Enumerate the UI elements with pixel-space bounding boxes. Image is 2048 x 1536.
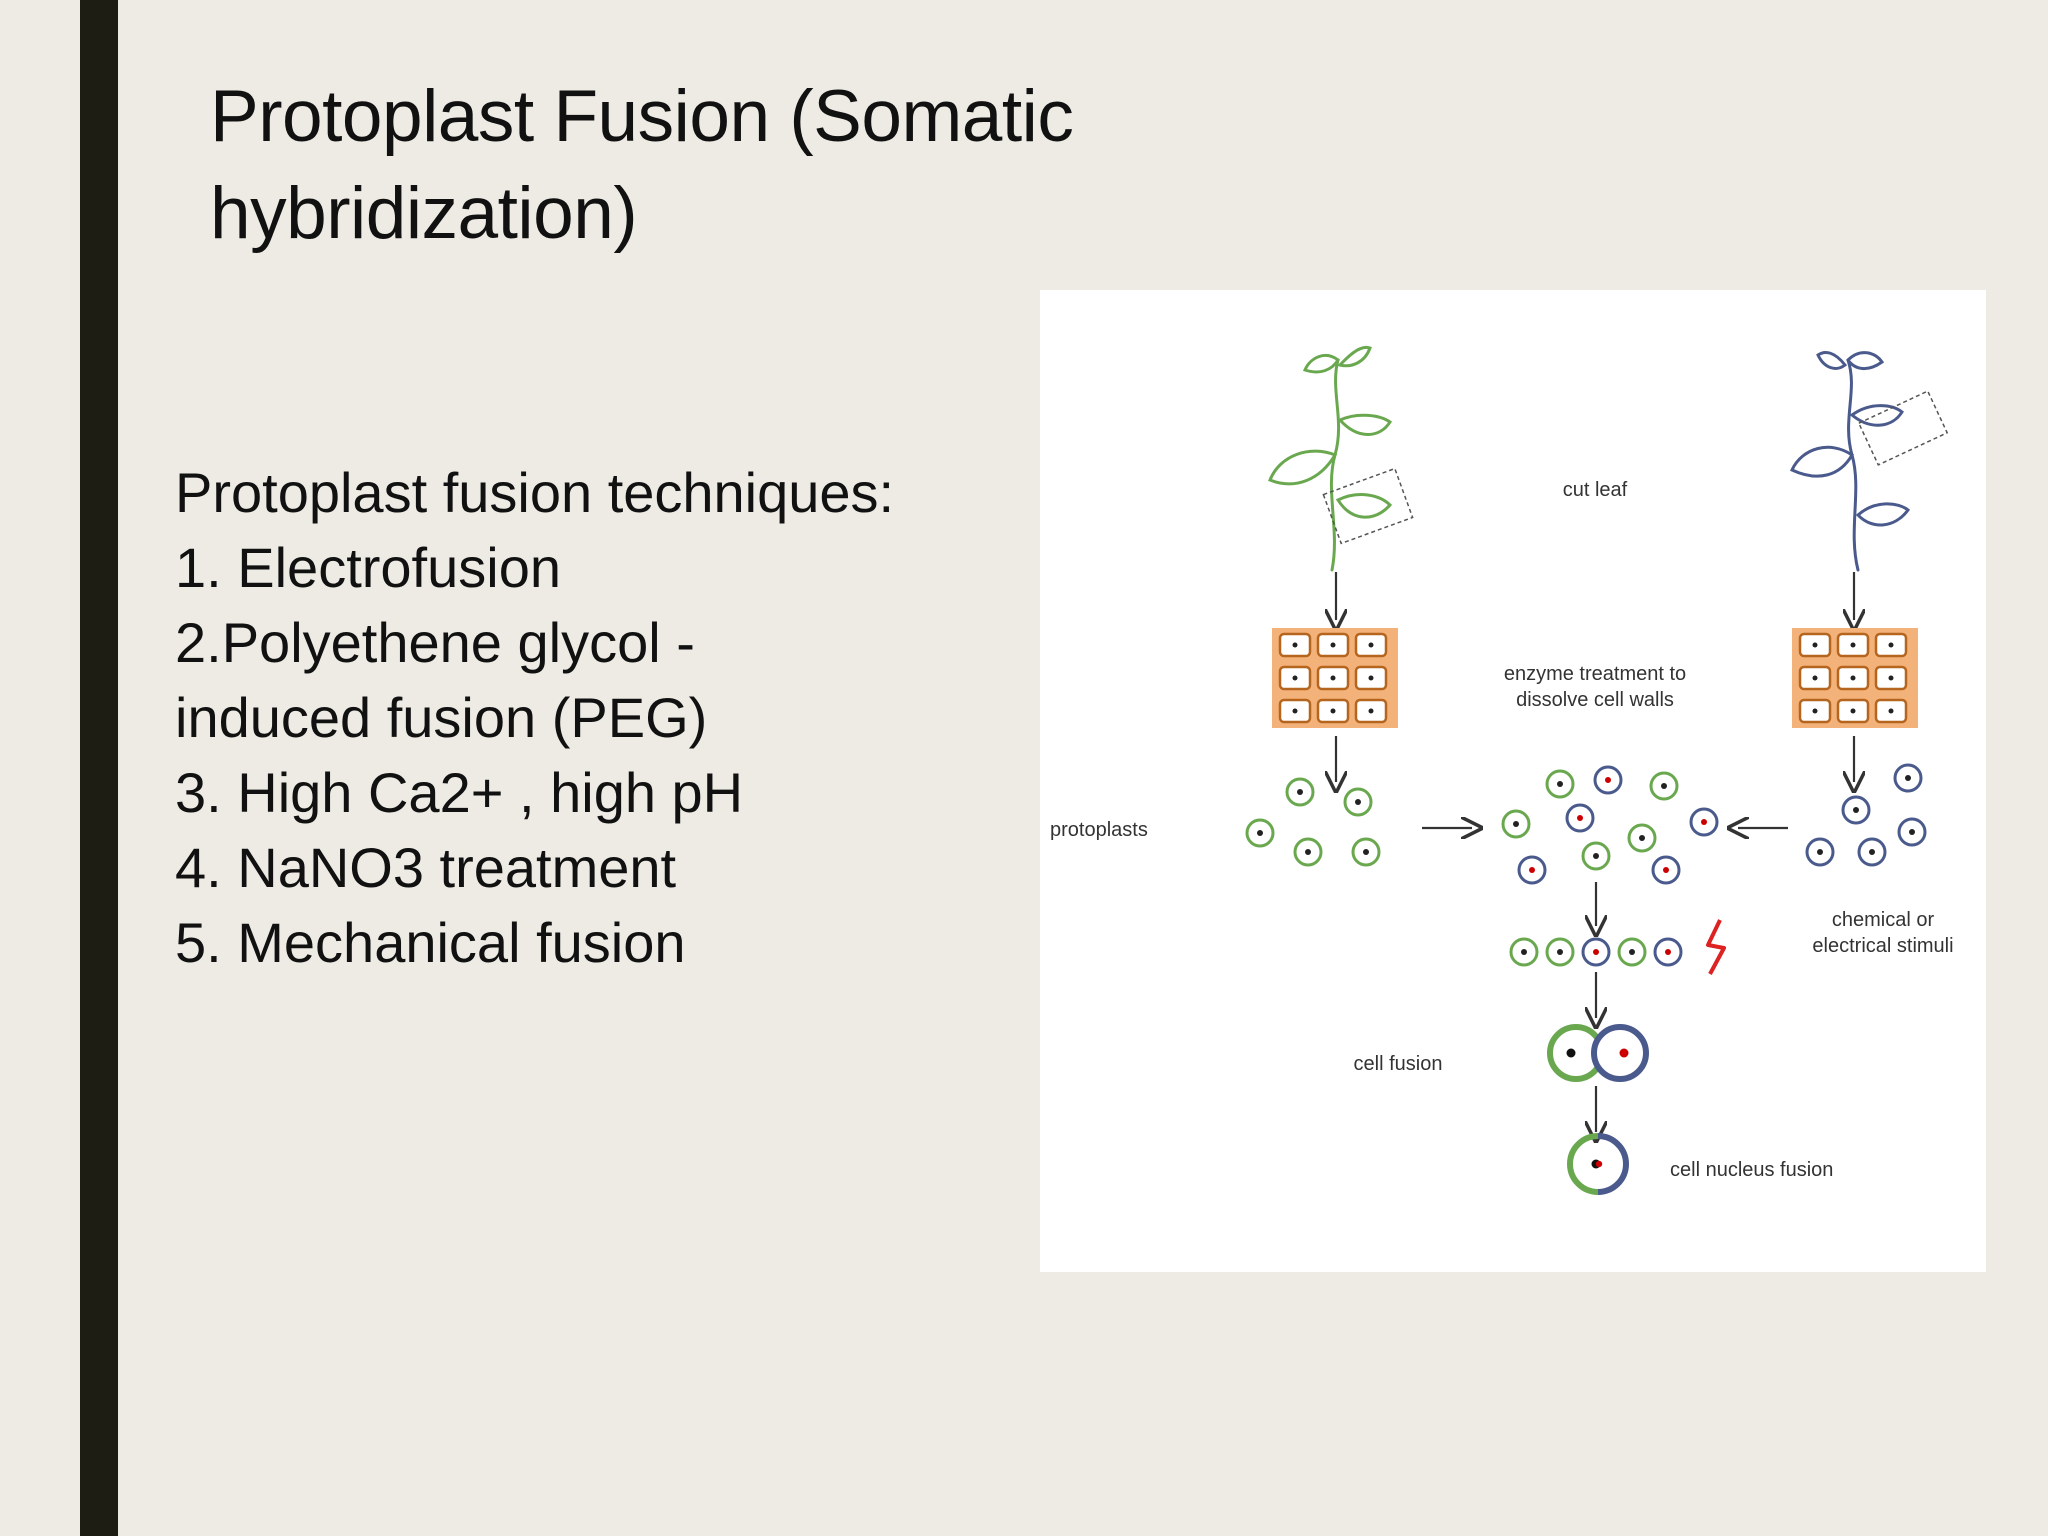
lightning-icon xyxy=(1706,919,1726,975)
label-stimuli-line-1: chemical or xyxy=(1832,909,1935,931)
label-cut-leaf: cut leaf xyxy=(1563,479,1628,501)
label-protoplasts: protoplasts xyxy=(1050,819,1148,841)
list-item: induced fusion (PEG) xyxy=(175,686,708,749)
title-line-1: Protoplast Fusion (Somatic xyxy=(210,76,1074,157)
label-nucleus-fusion: cell nucleus fusion xyxy=(1670,1159,1833,1181)
aligned-protoplasts-icon xyxy=(1509,937,1683,967)
label-stimuli-line-2: electrical stimuli xyxy=(1812,935,1953,957)
protoplast-fusion-diagram: cut leaf enzyme treatment to dissolve ce… xyxy=(1040,290,1986,1272)
diagram-svg: cut leaf enzyme treatment to dissolve ce… xyxy=(1050,345,1954,1195)
cut-region-left xyxy=(1322,467,1414,545)
list-item: 1. Electrofusion xyxy=(175,536,561,599)
mixed-protoplasts-icon xyxy=(1501,765,1719,885)
cut-region-right xyxy=(1857,390,1949,466)
technique-list: Protoplast fusion techniques: 1. Electro… xyxy=(175,455,1075,980)
left-protoplasts-icon xyxy=(1245,777,1381,867)
label-enzyme-line-1: enzyme treatment to xyxy=(1504,663,1686,685)
left-tissue-icon xyxy=(1272,628,1398,728)
list-heading: Protoplast fusion techniques: xyxy=(175,461,895,524)
title-line-2: hybridization) xyxy=(210,173,638,254)
side-accent-bar xyxy=(80,0,118,1536)
hybrid-cell-icon xyxy=(1567,1133,1629,1195)
list-item: 3. High Ca2+ , high pH xyxy=(175,761,744,824)
list-item: 5. Mechanical fusion xyxy=(175,911,686,974)
list-item: 2.Polyethene glycol - xyxy=(175,611,695,674)
fused-cell-icon xyxy=(1547,1024,1649,1082)
right-tissue-icon xyxy=(1792,628,1918,728)
left-plant-icon xyxy=(1268,345,1393,572)
label-enzyme-line-2: dissolve cell walls xyxy=(1516,689,1674,711)
list-item: 4. NaNO3 treatment xyxy=(175,836,677,899)
label-cell-fusion: cell fusion xyxy=(1354,1053,1443,1075)
slide-title: Protoplast Fusion (Somatic hybridization… xyxy=(210,68,1190,262)
right-plant-icon xyxy=(1790,351,1911,572)
